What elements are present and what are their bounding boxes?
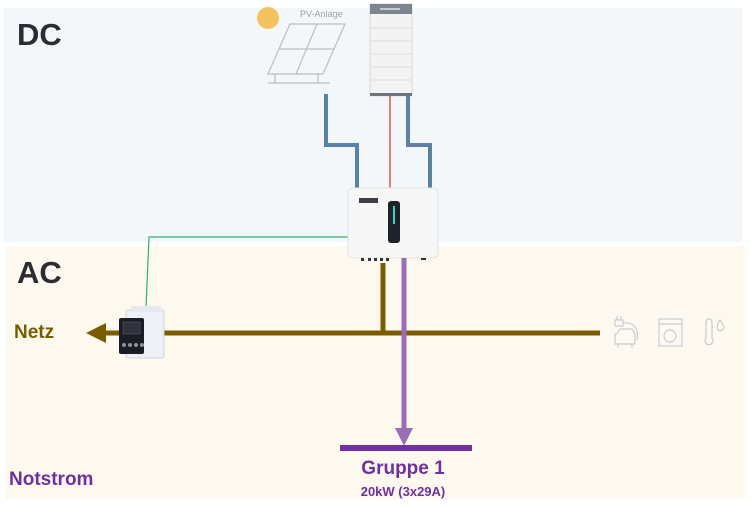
backup-arrow-icon [395,428,413,446]
energy-meter-icon [119,306,165,359]
group-spec: 20kW (3x29A) [360,484,446,499]
inverter-icon [347,187,439,261]
battery-brand-logo [380,8,400,10]
ac-zone-label: AC [17,255,62,290]
dc-cable [324,94,432,190]
ev-charger-car-icon [614,316,639,348]
dc-zone-label: DC [17,17,62,52]
battery-icon [369,3,413,97]
grid-arrow-icon [86,323,106,343]
pv-panel-icon [267,23,346,84]
thermometer-heat-icon [704,318,725,346]
ac-zone [6,246,745,499]
washing-machine-icon [658,318,683,347]
pv-label: PV-Anlage [300,9,343,19]
meter-comm-cable [145,236,348,309]
inverter-brand-logo [359,198,378,203]
group-title: Gruppe 1 [361,458,445,479]
sun-icon [257,7,279,29]
backup-label: Notstrom [9,469,94,490]
grid-label: Netz [14,322,55,343]
